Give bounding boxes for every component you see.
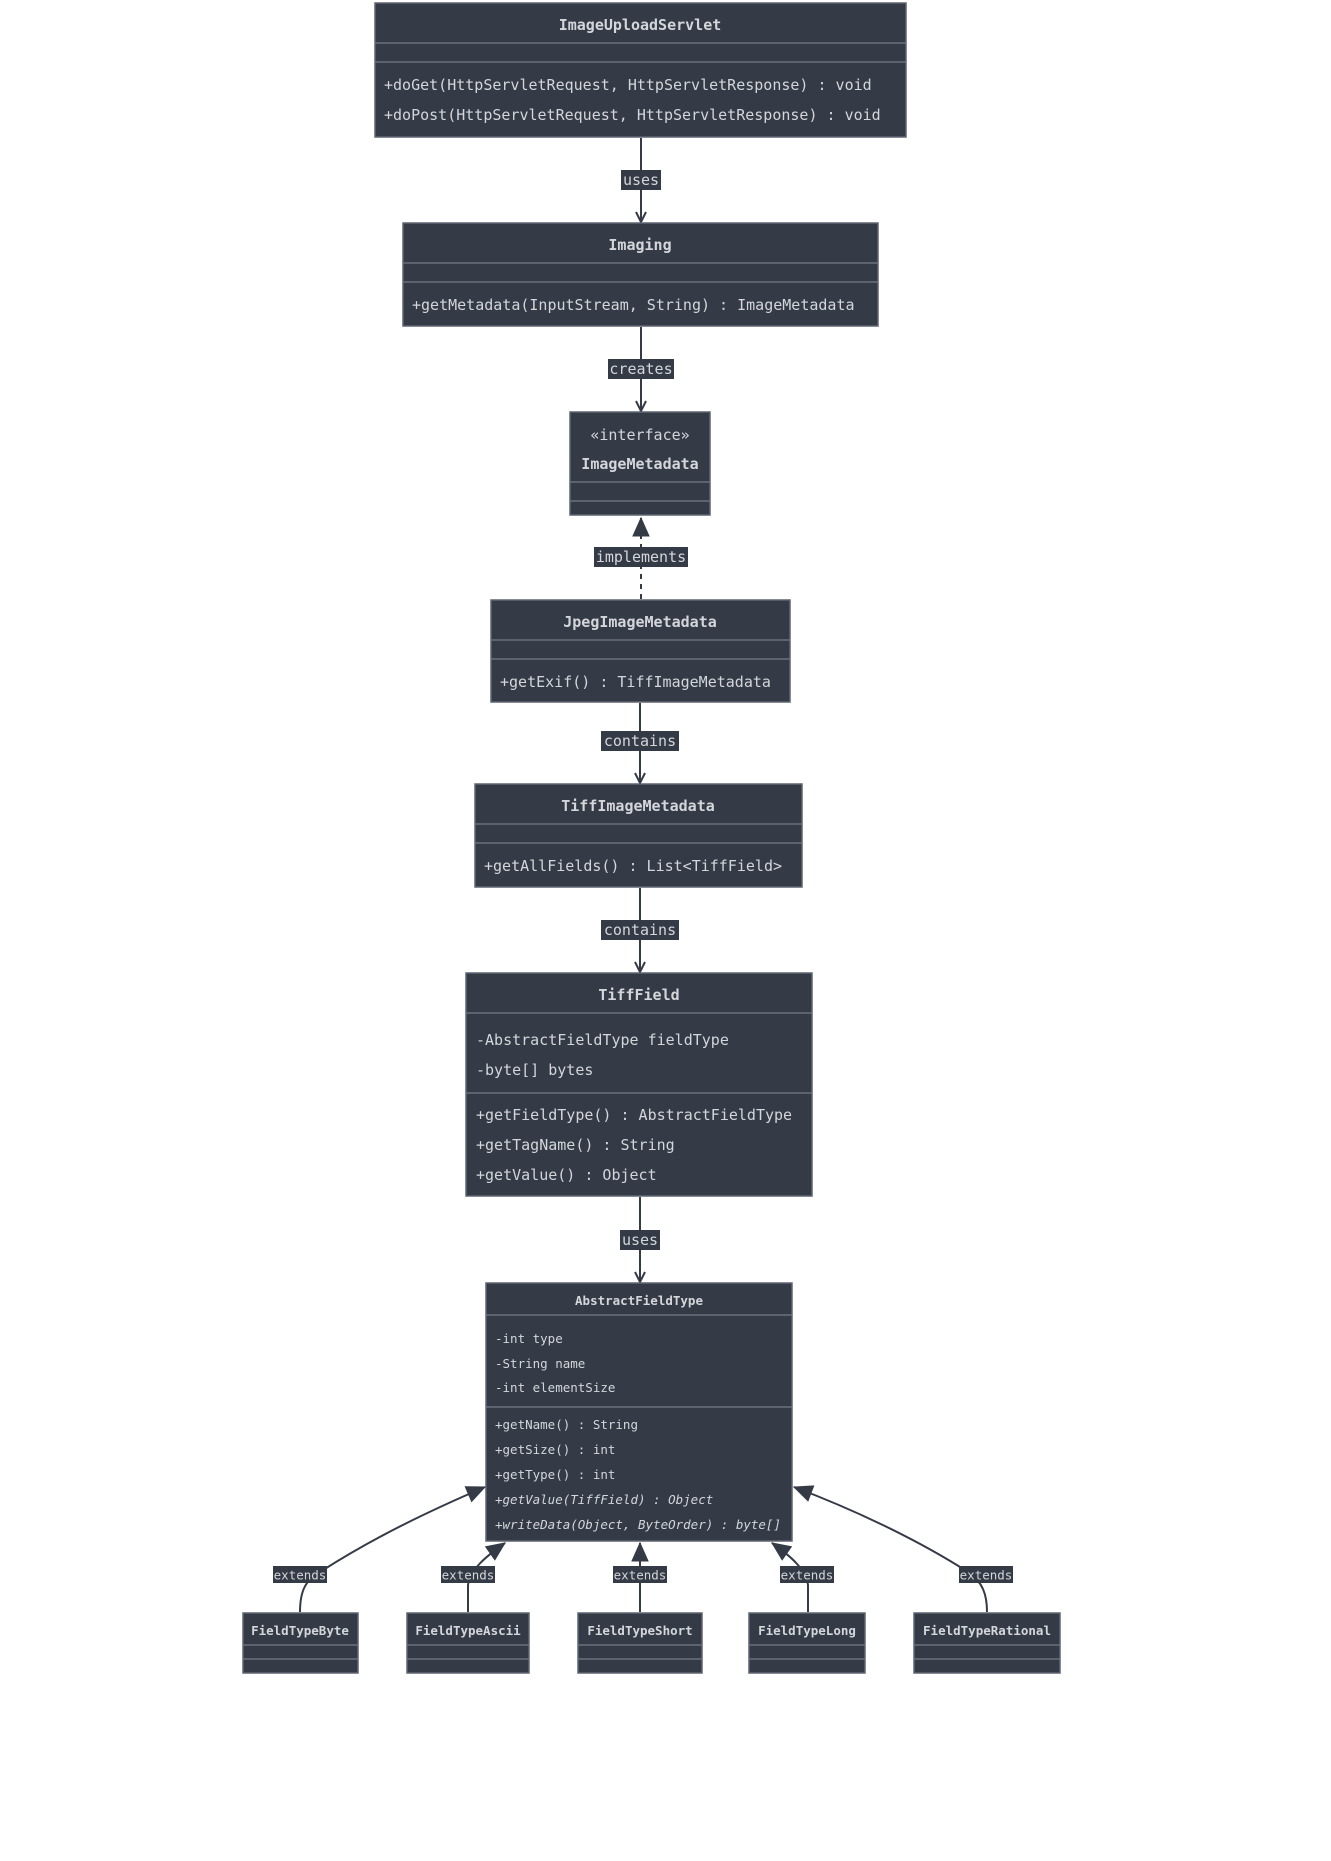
method: +getType() : int	[495, 1467, 615, 1482]
attribute: -int elementSize	[495, 1380, 615, 1395]
method: +getName() : String	[495, 1417, 638, 1432]
label-contains-1: contains	[601, 731, 679, 751]
svg-text:implements: implements	[596, 548, 686, 566]
class-field-type-ascii[interactable]: FieldTypeAscii	[406, 1612, 530, 1674]
class-image-upload-servlet[interactable]: ImageUploadServlet +doGet(HttpServletReq…	[374, 2, 907, 138]
class-jpeg-image-metadata[interactable]: JpegImageMetadata +getExif() : TiffImage…	[490, 599, 791, 703]
edge-rational-extends	[794, 1487, 988, 1613]
attribute: -byte[] bytes	[476, 1061, 593, 1079]
label-extends-short: extends	[613, 1566, 667, 1583]
class-name: FieldTypeRational	[923, 1623, 1051, 1638]
label-extends-ascii: extends	[441, 1566, 495, 1583]
label-creates: creates	[608, 359, 674, 379]
class-abstract-field-type[interactable]: AbstractFieldType -int type -String name…	[485, 1282, 793, 1542]
method: +getMetadata(InputStream, String) : Imag…	[412, 296, 855, 314]
svg-text:extends: extends	[960, 1568, 1013, 1583]
class-imaging[interactable]: Imaging +getMetadata(InputStream, String…	[402, 222, 879, 327]
class-name: ImageMetadata	[581, 455, 698, 473]
class-name: FieldTypeLong	[758, 1623, 856, 1638]
svg-text:extends: extends	[274, 1568, 327, 1583]
svg-text:contains: contains	[604, 921, 676, 939]
label-uses-1: uses	[621, 170, 661, 190]
label-extends-long: extends	[780, 1566, 834, 1583]
edge-byte-extends	[299, 1486, 485, 1613]
class-name: Imaging	[608, 236, 671, 254]
class-image-metadata-interface[interactable]: «interface» ImageMetadata	[569, 411, 711, 516]
class-name: FieldTypeAscii	[415, 1623, 521, 1638]
abstract-method: +getValue(TiffField) : Object	[495, 1492, 713, 1507]
class-tiff-field[interactable]: TiffField -AbstractFieldType fieldType -…	[465, 972, 813, 1197]
label-uses-2: uses	[620, 1230, 660, 1250]
method: +getAllFields() : List<TiffField>	[484, 857, 782, 875]
method: +getExif() : TiffImageMetadata	[500, 673, 771, 691]
svg-text:uses: uses	[623, 171, 659, 189]
attribute: -int type	[495, 1331, 563, 1346]
method: +doPost(HttpServletRequest, HttpServletR…	[384, 106, 881, 124]
stereotype: «interface»	[590, 426, 689, 444]
attribute: -String name	[495, 1356, 585, 1371]
method: +getTagName() : String	[476, 1136, 675, 1154]
svg-text:creates: creates	[609, 360, 672, 378]
method: +getSize() : int	[495, 1442, 615, 1457]
class-field-type-short[interactable]: FieldTypeShort	[577, 1612, 703, 1674]
class-field-type-long[interactable]: FieldTypeLong	[748, 1612, 866, 1674]
edge-labels: uses creates implements contains contain…	[273, 170, 1013, 1583]
class-name: AbstractFieldType	[575, 1293, 703, 1308]
label-implements: implements	[594, 547, 688, 567]
method: +getValue() : Object	[476, 1166, 657, 1184]
class-tiff-image-metadata[interactable]: TiffImageMetadata +getAllFields() : List…	[474, 783, 803, 888]
class-field-type-byte[interactable]: FieldTypeByte	[242, 1612, 359, 1674]
class-name: TiffField	[598, 986, 679, 1004]
class-field-type-rational[interactable]: FieldTypeRational	[913, 1612, 1061, 1674]
abstract-method: +writeData(Object, ByteOrder) : byte[]	[495, 1517, 781, 1532]
method: +getFieldType() : AbstractFieldType	[476, 1106, 792, 1124]
svg-text:extends: extends	[614, 1568, 667, 1583]
class-name: JpegImageMetadata	[563, 613, 717, 631]
label-extends-byte: extends	[273, 1566, 327, 1583]
svg-text:uses: uses	[622, 1231, 658, 1249]
class-name: FieldTypeByte	[251, 1623, 349, 1638]
svg-text:contains: contains	[604, 732, 676, 750]
svg-text:extends: extends	[442, 1568, 495, 1583]
class-name: ImageUploadServlet	[559, 16, 722, 34]
class-name: TiffImageMetadata	[561, 797, 715, 815]
svg-text:extends: extends	[781, 1568, 834, 1583]
method: +doGet(HttpServletRequest, HttpServletRe…	[384, 76, 872, 94]
class-name: FieldTypeShort	[587, 1623, 692, 1638]
label-contains-2: contains	[601, 920, 679, 940]
label-extends-rational: extends	[959, 1566, 1013, 1583]
attribute: -AbstractFieldType fieldType	[476, 1031, 729, 1049]
